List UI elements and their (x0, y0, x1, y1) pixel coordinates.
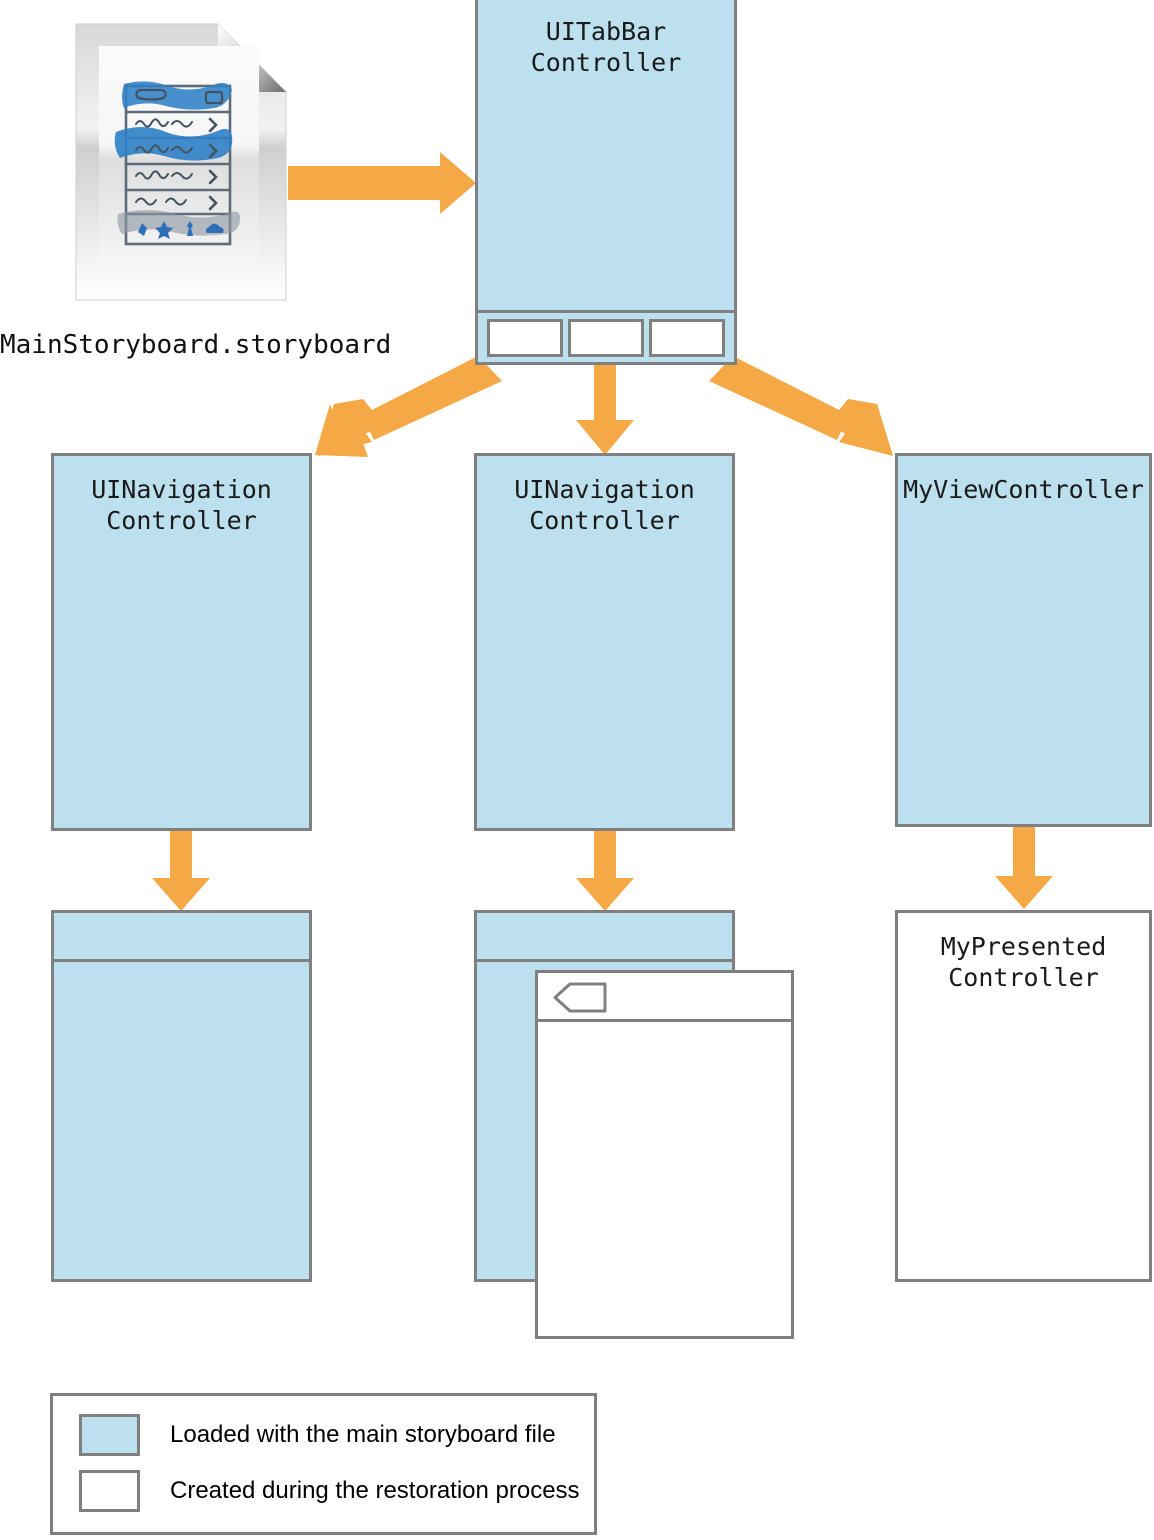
storyboard-file-label: MainStoryboard.storyboard (0, 330, 392, 360)
navigation-bar-pushed (538, 973, 791, 1022)
tab-item-2[interactable] (567, 318, 644, 357)
legend: Loaded with the main storyboard file Cre… (50, 1393, 597, 1535)
legend-swatch-loaded (79, 1414, 140, 1456)
node-uitabbarcontroller-label: UITabBar Controller (530, 17, 682, 77)
tab-bar (478, 310, 734, 362)
node-uitabbarcontroller[interactable]: UITabBar Controller (475, 0, 737, 365)
node-mypresentedcontroller[interactable]: MyPresented Controller (895, 910, 1152, 1282)
legend-swatch-restored (79, 1470, 140, 1512)
node-myviewcontroller[interactable]: MyViewController (895, 453, 1152, 827)
arrow-myviewcontroller-to-presented (995, 826, 1053, 909)
tab-item-3[interactable] (649, 318, 726, 357)
arrow-nav-middle-to-screen (576, 830, 634, 911)
node-pushed-screen-middle[interactable] (535, 970, 794, 1339)
arrow-tabbar-to-nav-left (315, 356, 502, 457)
node-uinavigationcontroller-middle-label: UINavigation Controller (514, 475, 695, 535)
navigation-bar-left (54, 913, 309, 962)
arrow-nav-left-to-screen (152, 830, 210, 911)
legend-row-loaded: Loaded with the main storyboard file (79, 1414, 556, 1456)
storyboard-file-icon (72, 18, 290, 304)
arrow-tabbar-to-myviewcontroller (709, 356, 893, 456)
node-root-screen-left[interactable] (51, 910, 312, 1282)
back-chevron-icon[interactable] (553, 982, 608, 1013)
legend-label-restored: Created during the restoration process (170, 1477, 580, 1504)
arrow-tabbar-to-nav-middle (576, 365, 634, 455)
arrow-storyboard-to-tabbar (288, 152, 476, 214)
node-uinavigationcontroller-left-label: UINavigation Controller (91, 475, 272, 535)
navigation-bar-middle (477, 913, 732, 962)
tab-item-1[interactable] (486, 318, 563, 357)
node-uinavigationcontroller-middle[interactable]: UINavigation Controller (474, 453, 735, 831)
node-myviewcontroller-label: MyViewController (903, 475, 1144, 504)
legend-row-restored: Created during the restoration process (79, 1470, 580, 1512)
node-uinavigationcontroller-left[interactable]: UINavigation Controller (51, 453, 312, 831)
node-mypresentedcontroller-label: MyPresented Controller (940, 932, 1107, 992)
legend-label-loaded: Loaded with the main storyboard file (170, 1421, 556, 1448)
